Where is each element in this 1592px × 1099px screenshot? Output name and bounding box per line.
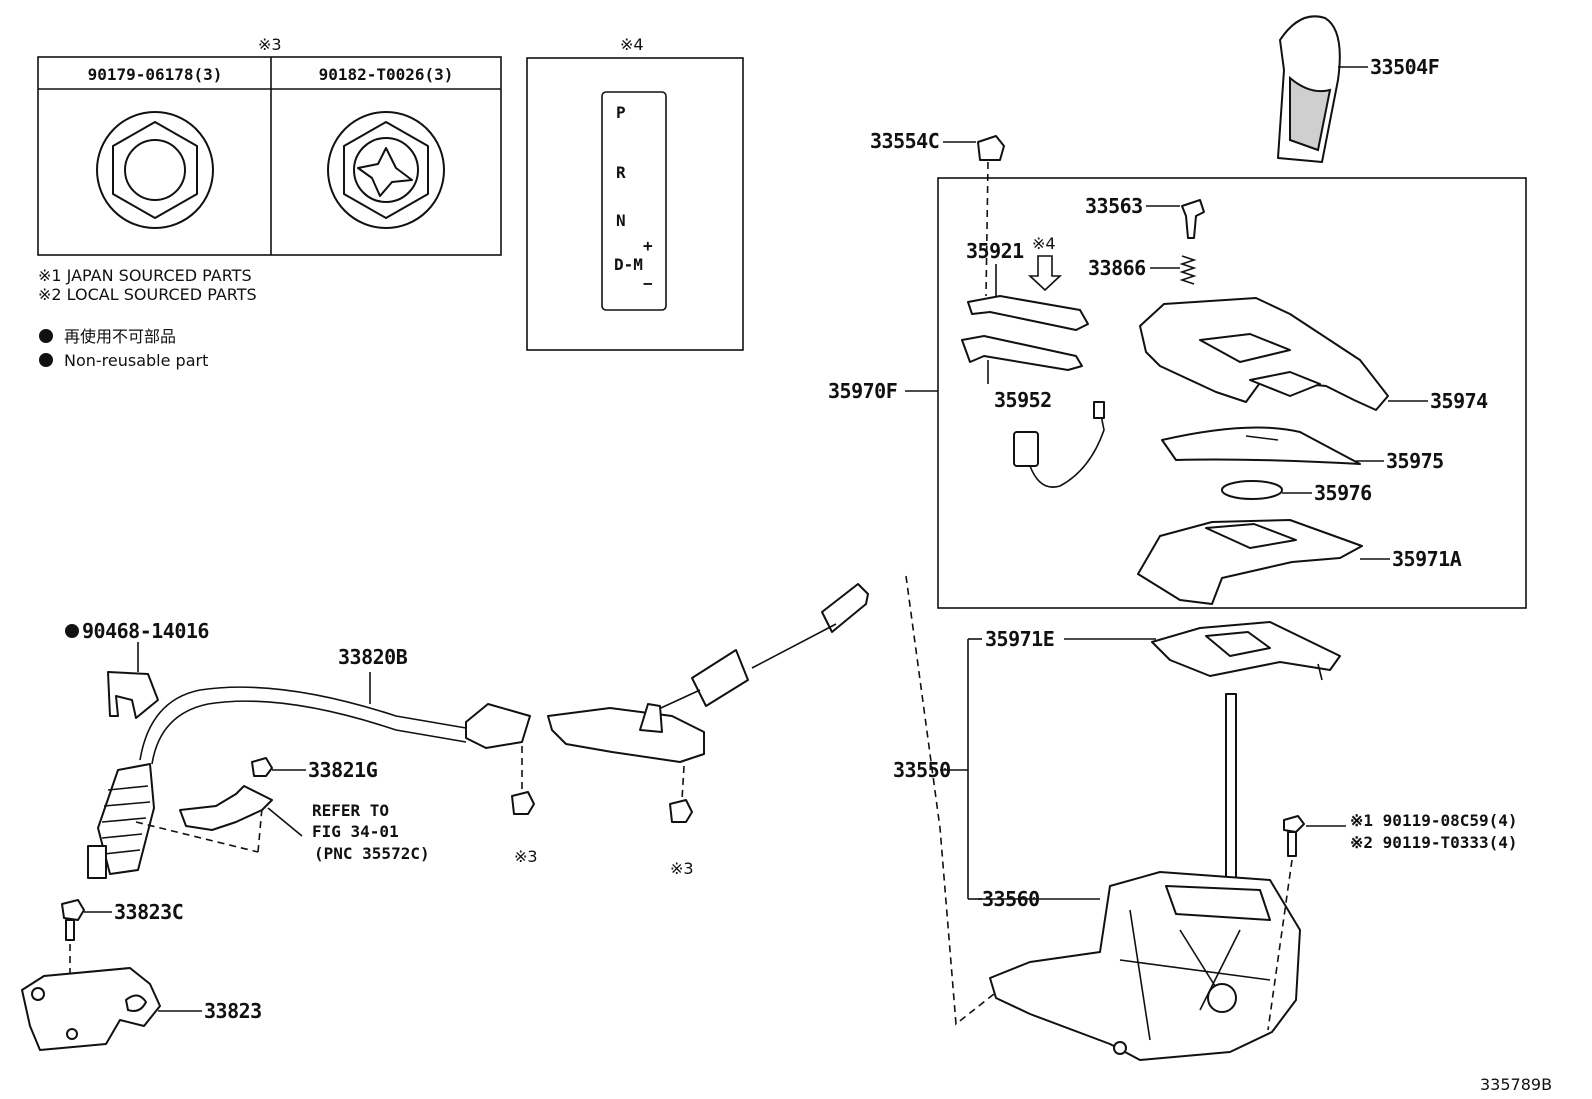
legend-japanese: 再使用不可部品 bbox=[64, 327, 176, 346]
non-reusable-bullet-icon bbox=[39, 353, 53, 367]
note-japan-sourced: ※1 JAPAN SOURCED PARTS bbox=[38, 266, 252, 285]
plate-35952: 35952 bbox=[961, 335, 1083, 412]
clip-90468-14016: 90468-14016 bbox=[65, 619, 209, 719]
bracket-35971E: 35971E bbox=[985, 621, 1341, 681]
label-35975: 35975 bbox=[1386, 449, 1444, 473]
cover-35971A: 35971A bbox=[1137, 519, 1462, 605]
shift-knob-33504F: 33504F bbox=[1277, 15, 1440, 163]
label-35974: 35974 bbox=[1430, 389, 1488, 413]
gear-r-label: R bbox=[616, 163, 626, 182]
gear-plus-label: + bbox=[643, 236, 653, 255]
label-33550: 33550 bbox=[893, 758, 951, 782]
shift-plate-outline bbox=[601, 91, 667, 311]
refer-line3: (PNC 35572C) bbox=[314, 844, 430, 863]
label-33823: 33823 bbox=[204, 999, 262, 1023]
label-90119-local: ※2 90119-T0333(4) bbox=[1350, 833, 1518, 852]
flange-nut-left: ※3 bbox=[511, 791, 538, 866]
fastener-table: ※3 90179-06178(3) 90182-T0026(3) bbox=[37, 35, 502, 256]
lever-base-33560: 33560 bbox=[905, 575, 1301, 1061]
pin-33563: 33563 bbox=[1085, 194, 1205, 239]
cover-35976: 35976 bbox=[1221, 480, 1372, 505]
notes: ※1 JAPAN SOURCED PARTS ※2 LOCAL SOURCED … bbox=[38, 266, 257, 370]
button-33554C: 33554C bbox=[870, 129, 1005, 297]
gear-n-label: N bbox=[616, 211, 626, 230]
note-local-sourced: ※2 LOCAL SOURCED PARTS bbox=[38, 285, 257, 304]
label-35971E: 35971E bbox=[985, 627, 1054, 651]
non-reusable-bullet-icon bbox=[39, 329, 53, 343]
shift-panel-mark: ※4 bbox=[620, 35, 644, 54]
group-box-35970F bbox=[937, 177, 1527, 609]
legend-english: Non-reusable part bbox=[64, 351, 208, 370]
gear-p-label: P bbox=[616, 103, 626, 122]
label-33866: 33866 bbox=[1088, 256, 1146, 280]
hex-nut-icon bbox=[96, 111, 214, 229]
label-35976: 35976 bbox=[1314, 481, 1372, 505]
nut-mark-right: ※3 bbox=[670, 859, 694, 878]
bolt-33823C: 33823C bbox=[61, 899, 184, 1036]
non-reusable-bullet-icon bbox=[65, 624, 79, 638]
fastener-table-mark: ※3 bbox=[258, 35, 282, 54]
plate-35921: 35921 ※4 bbox=[966, 234, 1089, 331]
label-33504F: 33504F bbox=[1370, 55, 1439, 79]
refer-line1: REFER TO bbox=[312, 801, 389, 820]
bracket-33550: 33550 bbox=[893, 638, 982, 900]
label-33560: 33560 bbox=[982, 887, 1040, 911]
label-90119-jp: ※1 90119-08C59(4) bbox=[1350, 811, 1518, 830]
nut-mark-left: ※3 bbox=[514, 847, 538, 866]
label-35970F: 35970F bbox=[828, 379, 897, 403]
label-90468-14016: 90468-14016 bbox=[82, 619, 209, 643]
cable-33820B: 33820B bbox=[87, 583, 869, 879]
shift-indicator-panel: ※4 P R N + D-M − bbox=[526, 35, 744, 351]
bracket-reference: REFER TO FIG 34-01 (PNC 35572C) bbox=[179, 785, 430, 863]
indicator-bulb-harness bbox=[1013, 401, 1105, 488]
figure-id: 335789B bbox=[1480, 1075, 1552, 1094]
label-35921-mark: ※4 bbox=[1032, 234, 1056, 253]
label-35921: 35921 bbox=[966, 239, 1024, 263]
refer-line2: FIG 34-01 bbox=[312, 822, 399, 841]
gear-dm-label: D-M bbox=[614, 255, 643, 274]
label-33820B: 33820B bbox=[338, 645, 408, 669]
spring-33866: 33866 bbox=[1088, 255, 1197, 285]
bracket-33823: 33823 bbox=[21, 967, 262, 1051]
label-35952: 35952 bbox=[994, 388, 1052, 412]
housing-35974: 35974 bbox=[1139, 297, 1489, 413]
nut-33821G: 33821G bbox=[251, 757, 378, 782]
bolt-90119: ※1 90119-08C59(4) ※2 90119-T0333(4) bbox=[1267, 811, 1518, 1031]
fastener-col2-header: 90182-T0026(3) bbox=[319, 65, 454, 84]
label-33563: 33563 bbox=[1085, 194, 1143, 218]
label-33821G: 33821G bbox=[308, 758, 378, 782]
gear-minus-label: − bbox=[643, 274, 653, 293]
label-33554C: 33554C bbox=[870, 129, 939, 153]
label-35971A: 35971A bbox=[1392, 547, 1462, 571]
label-33823C: 33823C bbox=[114, 900, 183, 924]
fastener-table-frame bbox=[37, 56, 502, 256]
slide-plate-35975: 35975 bbox=[1161, 426, 1444, 473]
flange-nut-right: ※3 bbox=[669, 799, 694, 878]
fastener-col1-header: 90179-06178(3) bbox=[88, 65, 223, 84]
shift-panel-frame bbox=[526, 57, 744, 351]
hex-lock-nut-icon bbox=[327, 111, 445, 229]
